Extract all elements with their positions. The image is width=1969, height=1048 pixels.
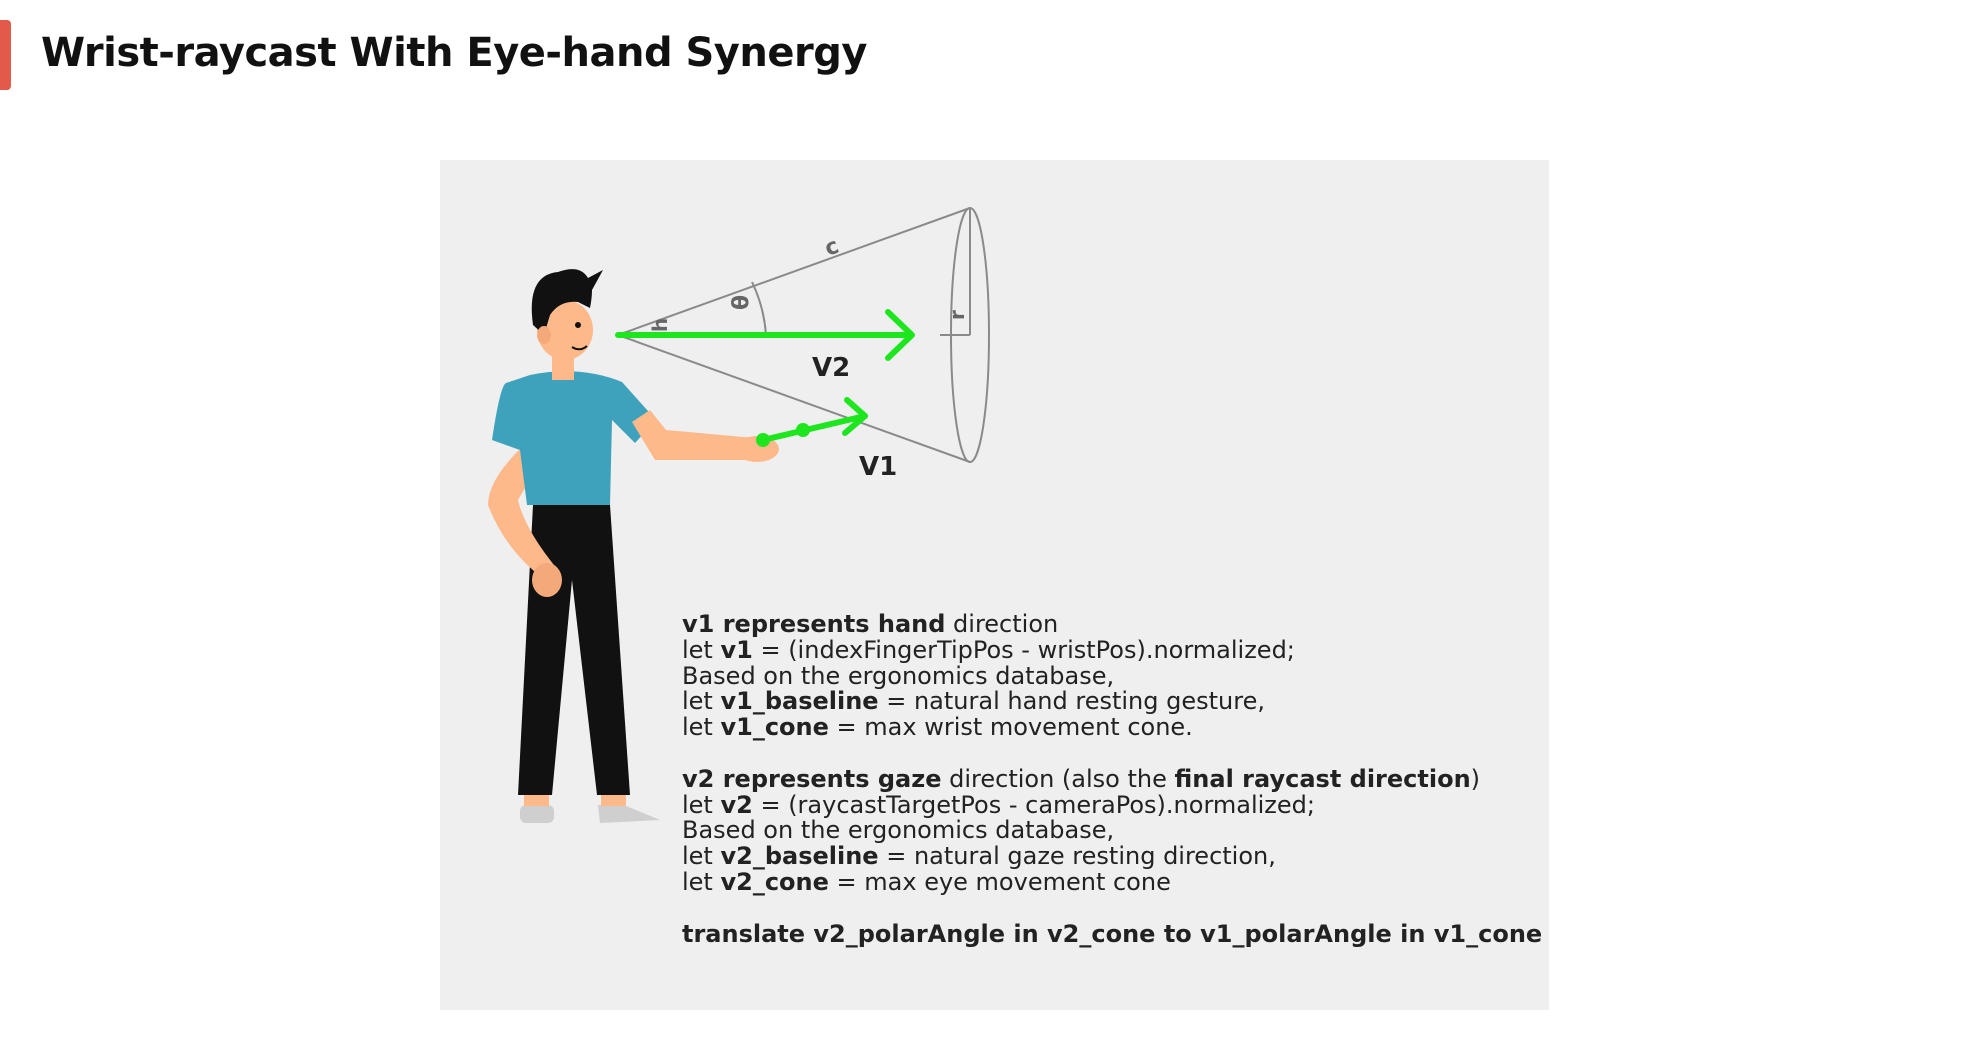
b1-l2-rest: = (indexFingerTipPos - wristPos).normali…: [752, 635, 1295, 664]
label-h: h: [648, 318, 672, 332]
b1-l5-pre: let: [682, 713, 721, 742]
b2-l4-bold: v2_baseline: [720, 842, 879, 871]
b1-l4-bold: v1_baseline: [720, 687, 879, 716]
b2-l5-pre: let: [682, 867, 721, 896]
b2-l1-bold2: final raycast direction: [1174, 764, 1471, 793]
b2-l2-bold: v2: [720, 790, 753, 819]
b2-line3: Based on the ergonomics database,: [682, 816, 1115, 845]
b3-line1: translate v2_polarAngle in v2_cone to v1…: [682, 919, 1543, 948]
b2-l1-end: ): [1470, 764, 1481, 793]
b2-l5-bold: v2_cone: [720, 867, 829, 896]
b2-l2-rest: = (raycastTargetPos - cameraPos).normali…: [752, 790, 1315, 819]
theta-arc: [751, 281, 767, 336]
head: [537, 300, 593, 360]
diagram-panel: c θ h r: [440, 160, 1549, 1010]
v2-arrow: [615, 309, 915, 361]
v1-arrow: [760, 397, 868, 443]
page-title: Wrist-raycast With Eye-hand Synergy: [41, 30, 867, 76]
b1-line1: v1 represents hand direction: [682, 610, 1542, 638]
cone-top-edge: [617, 207, 971, 336]
label-v2: V2: [812, 353, 850, 383]
b1-line2: let v1 = (indexFingerTipPos - wristPos).…: [682, 635, 1542, 664]
left-ankle: [524, 792, 549, 806]
b2-l1-mid: direction (also the: [941, 764, 1175, 793]
spacer: [682, 896, 1542, 922]
b2-l1-bold: v2 represents gaze: [682, 764, 942, 793]
b2-line2: let v2 = (raycastTargetPos - cameraPos).…: [682, 790, 1542, 819]
b1-l2-pre: let: [682, 635, 721, 664]
ear: [537, 326, 551, 344]
b3-bold: translate v2_polarAngle in v2_cone to v1…: [682, 919, 1543, 948]
left-shoe: [520, 805, 554, 823]
label-r: r: [945, 310, 969, 320]
b1-l5-rest: = max wrist movement cone.: [828, 713, 1193, 742]
diagram-svg: c θ h r: [488, 207, 990, 823]
b1-l2-bold: v1: [720, 635, 753, 664]
eye: [575, 322, 581, 328]
label-c: c: [822, 234, 843, 262]
b1-l1-rest: direction: [945, 610, 1059, 638]
explanation-text: v1 represents hand direction let v1 = (i…: [682, 610, 1543, 948]
b2-line5: let v2_cone = max eye movement cone: [682, 867, 1542, 896]
down-hand: [532, 563, 562, 597]
b2-l5-rest: = max eye movement cone: [828, 867, 1171, 896]
b1-l1-bold: v1 represents hand: [682, 610, 946, 638]
b1-l4-pre: let: [682, 687, 721, 716]
down-arm: [488, 447, 558, 580]
pointing-arm: [632, 410, 755, 460]
wrist-point: [756, 433, 770, 447]
fingertip-point: [796, 423, 810, 437]
title-accent-bar: [0, 20, 11, 90]
cone: [617, 207, 990, 463]
b2-line4: let v2_baseline = natural gaze resting d…: [682, 842, 1542, 871]
b1-l5-bold: v1_cone: [720, 713, 829, 742]
label-theta: θ: [729, 295, 754, 310]
b2-l4-rest: = natural gaze resting direction,: [878, 842, 1276, 871]
cone-bottom-edge: [617, 334, 971, 463]
label-v1: V1: [859, 452, 897, 482]
neck: [552, 356, 574, 380]
b1-l4-rest: = natural hand resting gesture,: [878, 687, 1265, 716]
mouth: [571, 345, 588, 351]
b1-line5: let v1_cone = max wrist movement cone.: [682, 713, 1542, 742]
shirt: [492, 371, 656, 505]
b1-line3: Based on the ergonomics database,: [682, 661, 1115, 690]
b2-l2-pre: let: [682, 790, 721, 819]
hair: [531, 269, 603, 335]
b1-line4: let v1_baseline = natural hand resting g…: [682, 687, 1542, 716]
spacer: [682, 741, 1542, 767]
b2-line1: v2 represents gaze direction (also the f…: [682, 764, 1542, 793]
b2-l4-pre: let: [682, 842, 721, 871]
right-shoe: [598, 805, 660, 823]
right-ankle: [601, 792, 626, 806]
